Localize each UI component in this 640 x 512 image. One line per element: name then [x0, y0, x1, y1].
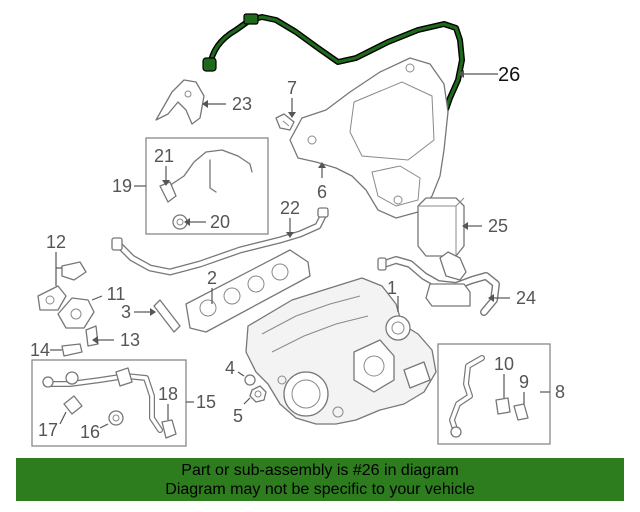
part-5-nut [249, 385, 267, 403]
callout-25: 25 [488, 216, 508, 236]
callout-23: 23 [232, 94, 252, 114]
callout-4: 4 [225, 358, 235, 378]
part-23-bracket [155, 79, 205, 125]
callout-3: 3 [121, 302, 131, 322]
callout-7: 7 [287, 78, 297, 98]
banner-line-1: Part or sub-assembly is #26 in diagram [181, 462, 459, 479]
part-9-fitting [513, 403, 529, 421]
callout-1: 1 [387, 278, 397, 298]
callout-labels: 1 2 3 4 5 6 7 8 9 10 11 12 13 14 15 16 1… [30, 64, 565, 442]
part-7-bolt [275, 113, 295, 131]
part-15-pipe [42, 367, 163, 433]
part-26-oil-line[interactable] [202, 13, 465, 173]
part-1-turbocharger [245, 277, 437, 425]
part-4-nut [244, 374, 256, 386]
callout-10: 10 [494, 354, 514, 374]
part-14-bolt [61, 343, 83, 357]
callout-11: 11 [107, 284, 126, 304]
part-3-stud [153, 299, 181, 333]
leader-lines [50, 70, 550, 429]
part-8-pipe [449, 355, 485, 438]
part-25-block [417, 197, 465, 257]
part-2-gasket [185, 249, 311, 333]
info-banner: Part or sub-assembly is #26 in diagram D… [16, 458, 624, 501]
banjo-fitting-left [202, 57, 217, 72]
callout-13: 13 [120, 330, 140, 350]
callout-6: 6 [317, 182, 327, 202]
part-16-washer [108, 410, 124, 426]
part-11-fitting [57, 297, 95, 329]
group-box-8 [437, 343, 551, 445]
callout-20: 20 [210, 212, 230, 232]
part-21-pipe [159, 149, 253, 203]
banner-line-2: Diagram may not be specific to your vehi… [165, 481, 475, 498]
part-18-fitting [161, 419, 177, 439]
part-22-pipe [111, 207, 329, 276]
callout-15: 15 [196, 392, 216, 412]
part-24-hose [377, 251, 500, 316]
group-box-15 [31, 359, 187, 447]
callout-5: 5 [233, 406, 243, 426]
callout-17: 17 [38, 420, 58, 440]
callout-2: 2 [207, 268, 217, 288]
parts-diagram: 1 2 3 4 5 6 7 8 9 10 11 12 13 14 15 16 1… [30, 13, 565, 447]
callout-18: 18 [158, 384, 178, 404]
part-17-fitting [63, 395, 83, 415]
callout-12: 12 [46, 232, 66, 252]
callout-14: 14 [30, 340, 50, 360]
line-clip [243, 13, 259, 25]
callout-9: 9 [519, 372, 529, 392]
part-6-heat-shield [289, 57, 449, 219]
callout-24: 24 [516, 288, 536, 308]
callout-8: 8 [555, 382, 565, 402]
callout-21: 21 [154, 146, 174, 166]
part-13-bolt [85, 325, 99, 347]
callout-26: 26 [498, 64, 520, 86]
part-12-gasket [37, 261, 87, 311]
part-10-fitting [495, 397, 511, 415]
callout-19: 19 [112, 176, 132, 196]
callout-22: 22 [280, 198, 300, 218]
callout-16: 16 [80, 422, 100, 442]
